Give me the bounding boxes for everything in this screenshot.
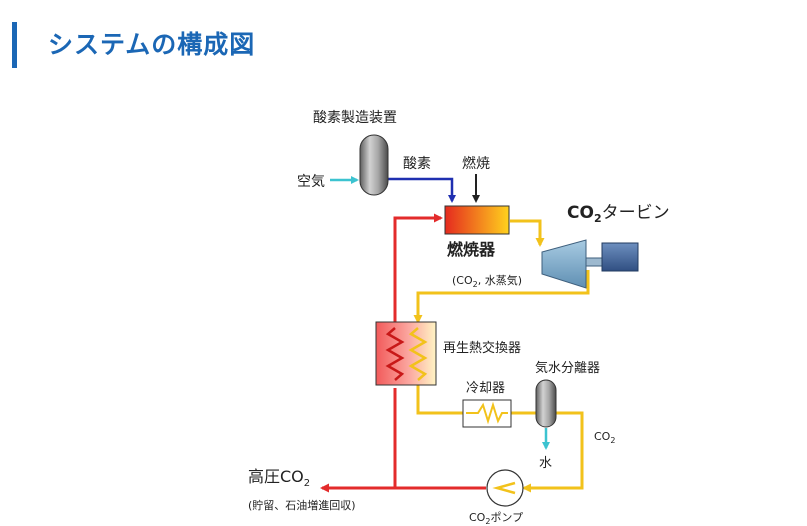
hx-to-combustor-line	[393, 213, 443, 322]
regenerative-heat-exchanger	[375, 321, 437, 386]
generator	[601, 242, 639, 272]
hx-yellow-coil	[408, 327, 428, 381]
co2-pump	[486, 469, 524, 507]
air-label: 空気	[297, 174, 325, 190]
title-accent-bar	[12, 22, 17, 68]
regen-hx-label: 再生熱交換器	[443, 340, 521, 356]
cooler-label: 冷却器	[466, 381, 505, 396]
combustor-label: 燃焼器	[447, 240, 496, 259]
oxygen-flow-line	[388, 177, 456, 203]
storage-label: (貯留、石油増進回収)	[248, 498, 356, 512]
page-title: システムの構成図	[48, 30, 256, 59]
separator-label: 気水分離器	[535, 360, 600, 376]
co2-line-label: CO2	[594, 430, 615, 445]
combustor	[444, 205, 510, 235]
turbine-shaft	[585, 257, 603, 267]
exhaust-label: (CO2, 水蒸気)	[452, 273, 522, 289]
water-label: 水	[539, 456, 552, 471]
oxygen-label: 酸素	[403, 156, 431, 172]
gas-water-separator-tank	[535, 379, 557, 428]
oxygen-plant-label: 酸素製造装置	[313, 110, 397, 126]
co2-turbine	[541, 239, 587, 289]
exhaust-flow-line	[413, 270, 590, 324]
hx-red-coil	[385, 327, 405, 381]
oxygen-plant-tank	[359, 134, 389, 196]
turbine-label: CO2タービン	[567, 203, 670, 225]
cooler-coil	[466, 401, 508, 425]
pump-label: CO2ポンプ	[469, 511, 523, 526]
hx-to-cooler-line	[416, 385, 463, 415]
pump-arrow-icon	[492, 481, 516, 495]
hp-co2-label: 高圧CO2	[248, 467, 310, 489]
fuel-label: 燃焼	[462, 155, 490, 172]
combustor-to-turbine-line	[510, 219, 545, 247]
co2-to-pump-line	[522, 411, 584, 493]
